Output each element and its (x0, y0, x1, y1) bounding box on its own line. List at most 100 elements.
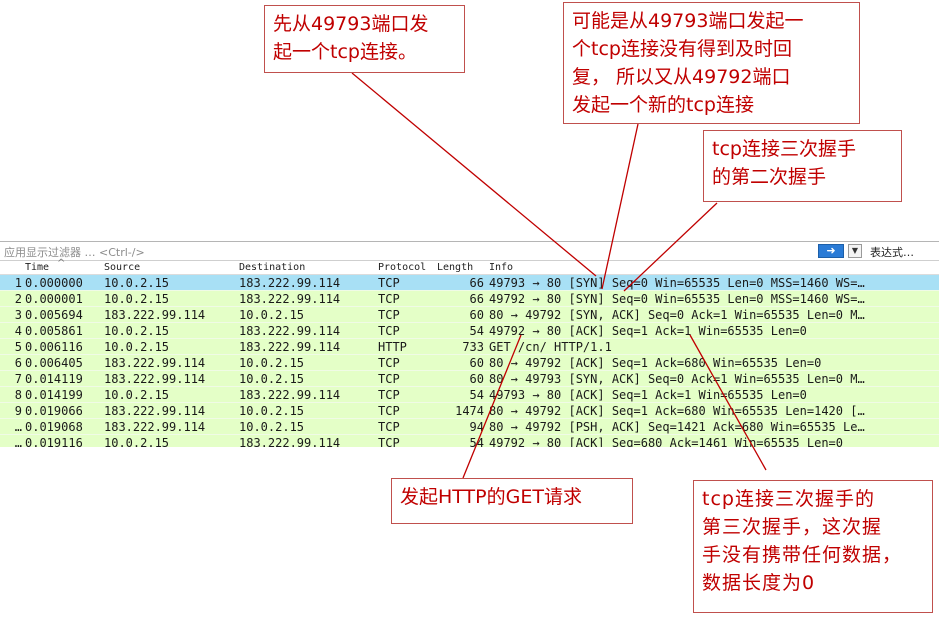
column-header-source[interactable]: Source (104, 262, 141, 273)
arrow-right-icon: ➜ (826, 244, 836, 257)
sort-ascending-icon: ^ (57, 258, 66, 269)
packet-no: … (14, 436, 22, 447)
apply-filter-button[interactable]: ➜ (818, 244, 844, 258)
filter-history-dropdown[interactable]: ▼ (848, 244, 862, 258)
callout-third-handshake: tcp连接三次握手的 第三次握手，这次握 手没有携带任何数据， 数据长度为0 (693, 480, 933, 613)
packet-length: 94 (469, 420, 484, 434)
packet-source: 183.222.99.114 (104, 372, 206, 386)
packet-destination: 10.0.2.15 (239, 372, 305, 386)
packet-row[interactable]: … 0.019116 10.0.2.15 183.222.99.114 TCP … (0, 435, 939, 447)
packet-protocol: TCP (378, 436, 400, 447)
packet-no: 6 (14, 356, 22, 370)
packet-row[interactable]: 7 0.014119 183.222.99.114 10.0.2.15 TCP … (0, 371, 939, 387)
packet-no: 1 (14, 276, 22, 290)
packet-info: GET /cn/ HTTP/1.1 (489, 340, 612, 354)
packet-destination: 10.0.2.15 (239, 404, 305, 418)
packet-source: 10.0.2.15 (104, 436, 170, 447)
packet-protocol: TCP (378, 292, 400, 306)
packet-row[interactable]: 4 0.005861 10.0.2.15 183.222.99.114 TCP … (0, 323, 939, 339)
packet-no: 8 (14, 388, 22, 402)
packet-info: 49792 → 80 [ACK] Seq=680 Ack=1461 Win=65… (489, 436, 844, 447)
packet-info: 49793 → 80 [ACK] Seq=1 Ack=1 Win=65535 L… (489, 388, 807, 402)
packet-info: 49793 → 80 [SYN] Seq=0 Win=65535 Len=0 M… (489, 276, 865, 290)
packet-destination: 183.222.99.114 (239, 292, 341, 306)
packet-row[interactable]: … 0.019068 183.222.99.114 10.0.2.15 TCP … (0, 419, 939, 435)
packet-row[interactable]: 1 0.000000 10.0.2.15 183.222.99.114 TCP … (0, 275, 939, 291)
packet-list: 1 0.000000 10.0.2.15 183.222.99.114 TCP … (0, 275, 939, 447)
packet-no: 5 (14, 340, 22, 354)
packet-time: 0.005694 (25, 308, 83, 322)
packet-destination: 10.0.2.15 (239, 356, 305, 370)
packet-destination: 10.0.2.15 (239, 308, 305, 322)
packet-destination: 183.222.99.114 (239, 436, 341, 447)
packet-destination: 10.0.2.15 (239, 420, 305, 434)
packet-no: … (14, 420, 22, 434)
column-header-protocol[interactable]: Protocol (378, 262, 427, 273)
display-filter-input[interactable]: 应用显示过滤器 … <Ctrl-/> (4, 246, 145, 259)
packet-time: 0.014119 (25, 372, 83, 386)
packet-source: 183.222.99.114 (104, 356, 206, 370)
packet-length: 1474 (455, 404, 484, 418)
packet-time: 0.005861 (25, 324, 83, 338)
callout-retry-connection: 可能是从49793端口发起一 个tcp连接没有得到及时回 复， 所以又从4979… (563, 2, 860, 124)
packet-source: 10.0.2.15 (104, 388, 170, 402)
column-header-length[interactable]: Length (437, 262, 474, 273)
packet-protocol: TCP (378, 324, 400, 338)
packet-length: 60 (469, 372, 484, 386)
packet-no: 7 (14, 372, 22, 386)
packet-length: 60 (469, 356, 484, 370)
packet-info: 80 → 49792 [ACK] Seq=1 Ack=680 Win=65535… (489, 356, 822, 370)
packet-protocol: TCP (378, 388, 400, 402)
packet-info: 80 → 49792 [ACK] Seq=1 Ack=680 Win=65535… (489, 404, 865, 418)
callout-first-connection: 先从49793端口发 起一个tcp连接。 (264, 5, 465, 73)
packet-length: 54 (469, 388, 484, 402)
packet-time: 0.019116 (25, 436, 83, 447)
packet-info: 49792 → 80 [SYN] Seq=0 Win=65535 Len=0 M… (489, 292, 865, 306)
packet-info: 80 → 49793 [SYN, ACK] Seq=0 Ack=1 Win=65… (489, 372, 865, 386)
packet-destination: 183.222.99.114 (239, 340, 341, 354)
packet-protocol: TCP (378, 420, 400, 434)
column-header-destination[interactable]: Destination (239, 262, 306, 273)
packet-row[interactable]: 6 0.006405 183.222.99.114 10.0.2.15 TCP … (0, 355, 939, 371)
wireshark-packet-pane: 应用显示过滤器 … <Ctrl-/> ➜ ▼ 表达式… Time ^ Sourc… (0, 241, 939, 447)
expression-button[interactable]: 表达式… (870, 246, 914, 259)
packet-protocol: TCP (378, 308, 400, 322)
packet-source: 10.0.2.15 (104, 324, 170, 338)
packet-source: 183.222.99.114 (104, 308, 206, 322)
packet-time: 0.006116 (25, 340, 83, 354)
packet-destination: 183.222.99.114 (239, 276, 341, 290)
packet-time: 0.006405 (25, 356, 83, 370)
packet-length: 733 (462, 340, 484, 354)
packet-no: 4 (14, 324, 22, 338)
packet-protocol: TCP (378, 404, 400, 418)
packet-length: 66 (469, 292, 484, 306)
column-header-time[interactable]: Time (25, 262, 49, 273)
packet-no: 9 (14, 404, 22, 418)
packet-time: 0.000000 (25, 276, 83, 290)
packet-no: 3 (14, 308, 22, 322)
packet-source: 10.0.2.15 (104, 340, 170, 354)
packet-length: 54 (469, 436, 484, 447)
packet-row[interactable]: 2 0.000001 10.0.2.15 183.222.99.114 TCP … (0, 291, 939, 307)
packet-source: 183.222.99.114 (104, 420, 206, 434)
packet-destination: 183.222.99.114 (239, 324, 341, 338)
packet-info: 80 → 49792 [SYN, ACK] Seq=0 Ack=1 Win=65… (489, 308, 865, 322)
packet-length: 54 (469, 324, 484, 338)
packet-protocol: TCP (378, 276, 400, 290)
packet-source: 10.0.2.15 (104, 276, 170, 290)
column-header-info[interactable]: Info (489, 262, 514, 273)
packet-length: 66 (469, 276, 484, 290)
packet-protocol: TCP (378, 372, 400, 386)
packet-row[interactable]: 3 0.005694 183.222.99.114 10.0.2.15 TCP … (0, 307, 939, 323)
packet-time: 0.014199 (25, 388, 83, 402)
column-header-time-label: Time (25, 262, 50, 273)
packet-row[interactable]: 9 0.019066 183.222.99.114 10.0.2.15 TCP … (0, 403, 939, 419)
packet-row[interactable]: 5 0.006116 10.0.2.15 183.222.99.114 HTTP… (0, 339, 939, 355)
packet-row[interactable]: 8 0.014199 10.0.2.15 183.222.99.114 TCP … (0, 387, 939, 403)
packet-destination: 183.222.99.114 (239, 388, 341, 402)
packet-time: 0.019066 (25, 404, 83, 418)
packet-protocol: HTTP (378, 340, 407, 354)
chevron-down-icon: ▼ (851, 246, 859, 255)
callout-http-get: 发起HTTP的GET请求 (391, 478, 633, 524)
callout-second-handshake: tcp连接三次握手 的第二次握手 (703, 130, 902, 202)
